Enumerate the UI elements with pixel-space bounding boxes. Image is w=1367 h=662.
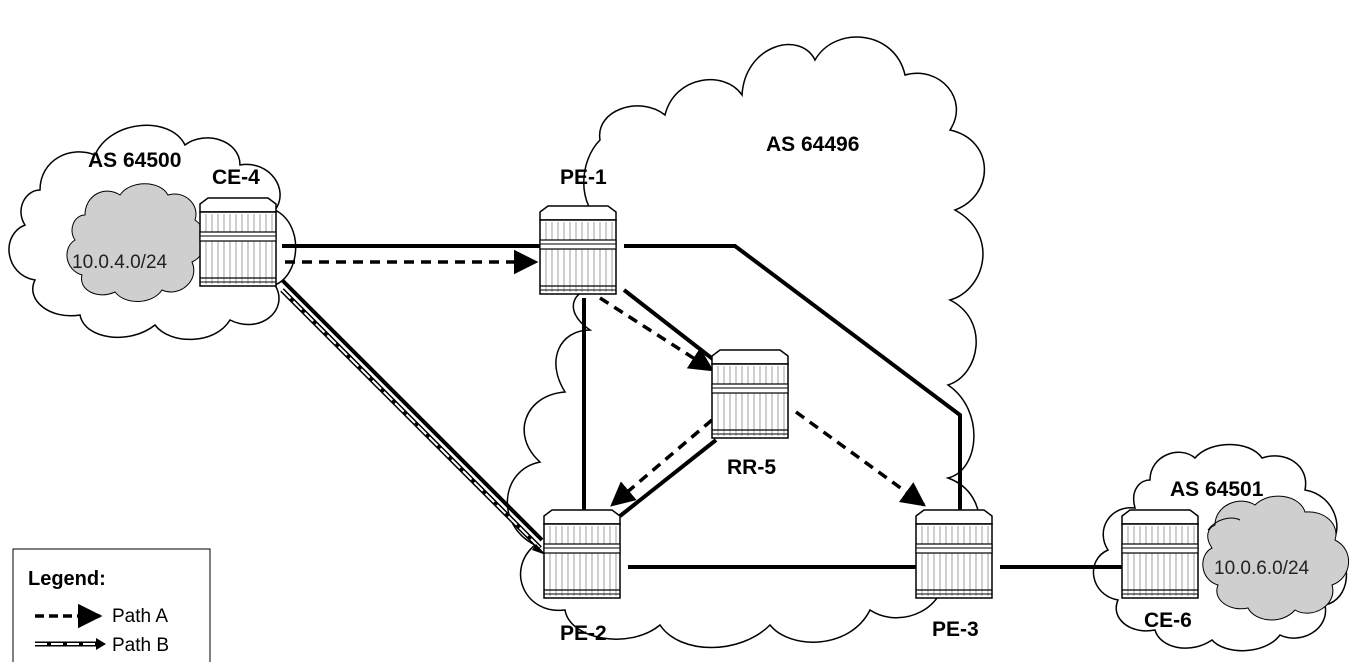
path-b-ce4-pe2 (280, 288, 546, 555)
pe2-label: PE-2 (560, 622, 607, 645)
as64496-label: AS 64496 (766, 133, 859, 156)
prefix-cloud-left (66, 183, 206, 302)
router-pe2 (543, 509, 621, 599)
ce4-label: CE-4 (212, 166, 260, 189)
link-pe1-pe3 (624, 244, 962, 515)
path-a-rr5-pe2 (610, 418, 714, 507)
ce6-label: CE-6 (1144, 609, 1192, 632)
as64500-label: AS 64500 (88, 149, 181, 172)
pe3-label: PE-3 (932, 618, 979, 641)
router-pe1 (539, 205, 617, 295)
pe1-label: PE-1 (560, 166, 607, 189)
as64501-label: AS 64501 (1170, 478, 1264, 501)
path-a-pe1-rr5 (599, 296, 715, 372)
legend: Legend: Path A Path B (12, 548, 211, 662)
prefix-cloud-right (1202, 495, 1350, 621)
prefix-left-label: 10.0.4.0/24 (72, 252, 168, 273)
router-rr5 (711, 349, 789, 439)
prefix-right-label: 10.0.6.0/24 (1214, 558, 1310, 579)
router-pe3 (915, 509, 993, 599)
legend-path-a-label: Path A (112, 606, 168, 627)
legend-path-b-line (35, 638, 106, 650)
rr5-label: RR-5 (727, 456, 776, 479)
legend-title: Legend: (28, 568, 106, 590)
router-ce6 (1121, 509, 1199, 599)
path-a-rr5-pe3 (794, 410, 926, 507)
router-ce4 (199, 197, 277, 287)
link-ce4-pe2 (280, 278, 544, 542)
legend-path-b-label: Path B (112, 635, 169, 656)
